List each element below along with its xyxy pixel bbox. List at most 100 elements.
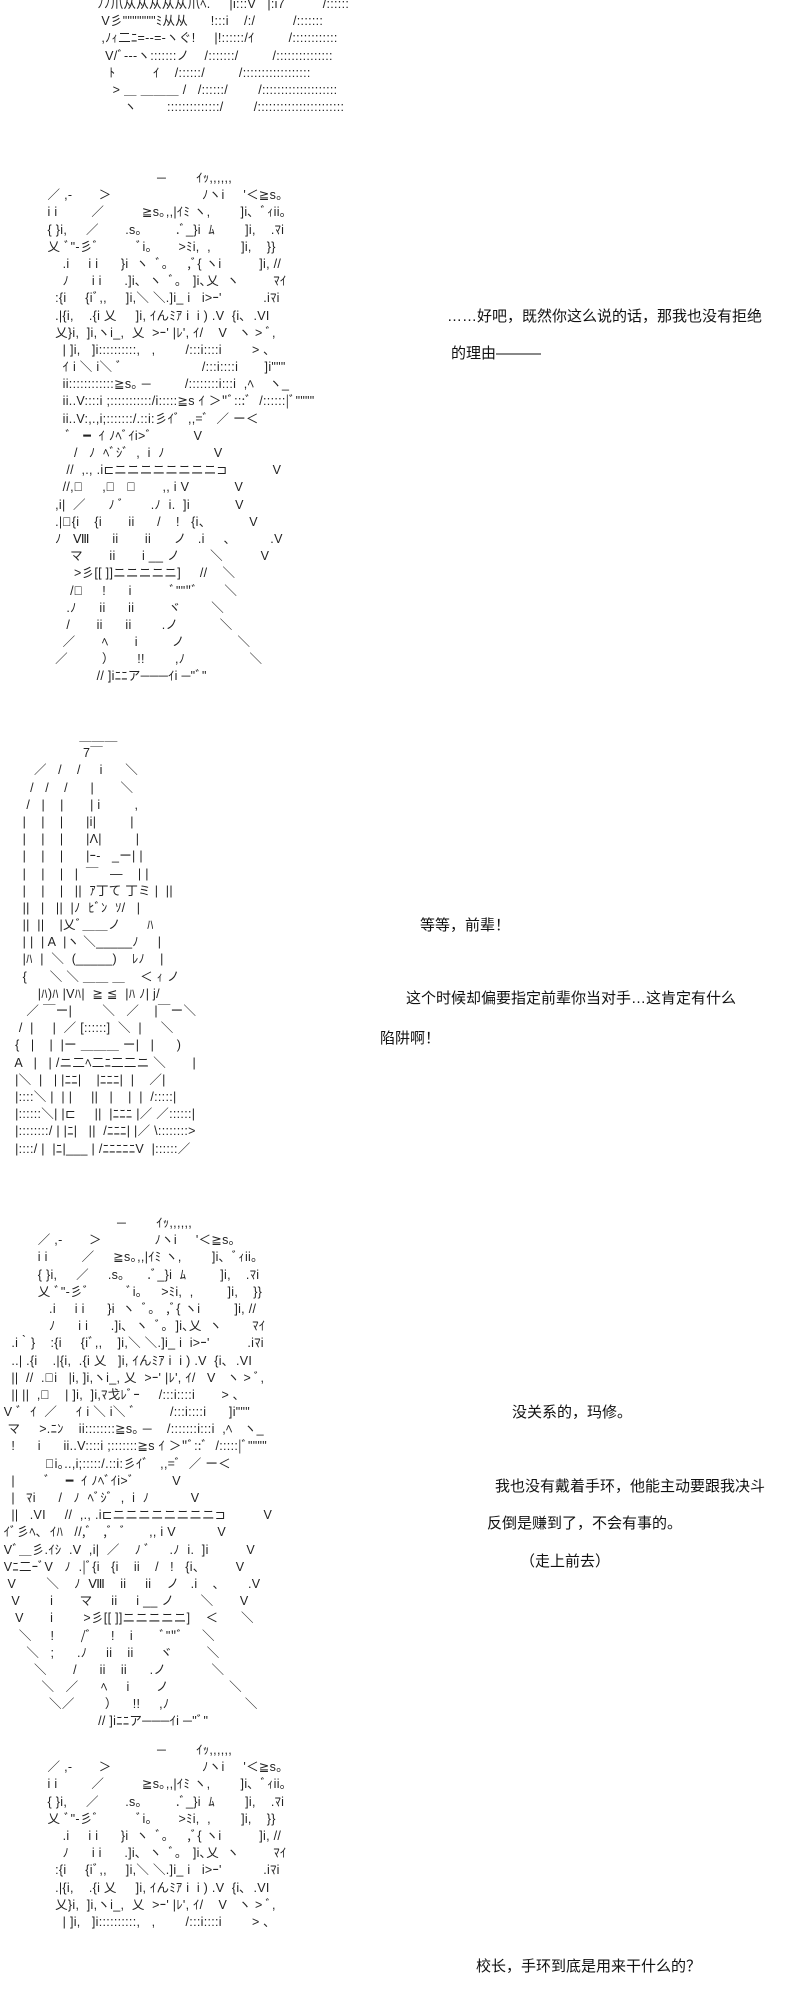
ascii-art-line: V ＼ ﾉ Ⅷ ii ii ノ .i 、 .V: [0, 1576, 261, 1591]
ascii-art-line: ＼ ; .ﾉ ii ii ヾ ＼: [0, 1645, 220, 1660]
ascii-art-line: ii..V::::i ;:::::::::::/i:::::≧s ｲ ＞"ﾞ::…: [40, 394, 315, 409]
ascii-art-line: i i ／ ≧s｡,,|ｲﾐ ヽ, ]i､ ﾞｨii｡: [40, 1777, 287, 1792]
ascii-art-line: |::::::::/ | |ﾆ| || /ﾆﾆﾆ| |／ \::::::::>: [0, 1124, 196, 1139]
ascii-art-character-1: ─ ｲｯ,,,,,, ／ ,‐ ＞ ﾉヽi '＜≧s｡ i i ／ ≧s｡,,|…: [40, 170, 315, 686]
ascii-art-line: /ﾞ ! i ﾞ"""ﾞ ＼: [40, 583, 238, 598]
ascii-art-line: > ＿ ＿＿＿ / /::::::/ /::::::::::::::::::::: [90, 82, 338, 97]
ascii-art-line: |ﾊ | ＼ (_____) ﾚﾉ |: [0, 952, 164, 967]
ascii-art-line: { }i, ／ .s｡ .ﾞ_}i ﾑ ]i, .ﾏi: [40, 1794, 285, 1809]
ascii-art-line: { }i, ／ .s｡ .ﾞ_}i ﾑ ]i, .ﾏi: [40, 222, 285, 237]
ascii-art-line: | | | |Λ| |: [0, 832, 140, 847]
ascii-art-line: / | | | i ,: [0, 797, 139, 812]
ascii-art-line: ／ / / i ＼: [0, 763, 139, 778]
ascii-art-line: { ＼ ＼ ＿＿ ＿ ＜ ｨ ノ: [0, 969, 180, 984]
ascii-art-line: ヽ ::::::::::::::/ /:::::::::::::::::::::…: [90, 100, 345, 115]
ascii-art-line: .i i i }i ヽ ﾞ｡ ,ﾞ{ ヽi ]i, //: [0, 1301, 257, 1316]
ascii-art-line: ＼ ! /ﾞ ! i ﾞ""ﾞ ＼: [0, 1628, 215, 1643]
ascii-art-line: ﾞ ━ ｲ ﾉﾍﾞｲi>ﾞ V: [40, 428, 203, 443]
ascii-art-line: ＿＿＿: [0, 729, 118, 743]
ascii-art-line: | ]i, ]i::::::::::, , /:::i::::i > ､: [40, 1914, 270, 1929]
ascii-art-line: ／ ,‐ ＞ ﾉヽi '＜≧s｡: [0, 1233, 236, 1248]
ascii-art-line: ﾉ i i .]i､ ヽ ﾞ｡ ]i､乂 ヽ ﾏｲ: [0, 1319, 266, 1334]
ascii-art-line: / ﾉ ﾍﾞｼﾞ , i ﾉ V: [40, 446, 223, 460]
ascii-art-character-3: ─ ｲｯ,,,,,, ／ ,‐ ＞ ﾉヽi '＜≧s｡ i i ／ ≧s｡,,|…: [0, 1215, 272, 1731]
ascii-art-line: V/ﾞ‐‐‐ヽ:::::::ノ /:::::::/ /:::::::::::::…: [90, 48, 333, 63]
ascii-art-line: ／ ￣ー| ＼ ／ |￣ー＼: [0, 1004, 197, 1018]
ascii-art-line: .|{i, .{i 乂 ]i, ｲんﾐｱ i i ) .V {i､ .VI: [40, 1880, 270, 1895]
ascii-art-line: 7￣: [0, 746, 104, 761]
ascii-art-line: >彡[[ ]]ニニニニニ] // ＼: [40, 566, 236, 581]
ascii-art-line: ｲ i ＼ i＼ ﾞ /:::i::::i ]i""": [40, 360, 286, 375]
ascii-art-line: ｲﾞ彡ﾍ､ ｲﾊ //,ﾞ ,ﾞ ﾞ ,, i V V: [0, 1525, 227, 1540]
ascii-art-line: .i i i }i ヽ ﾞ｡ ,ﾞ{ ヽi ]i, //: [40, 256, 282, 271]
dialogue-line: ……好吧，既然你这么说的话，那我也没有拒绝: [447, 308, 763, 325]
dialogue-line: 等等，前辈！: [420, 917, 511, 934]
ascii-art-line: // ]iﾆﾆア───ｲi ─"ﾞ": [0, 1714, 209, 1729]
ascii-art-line: ,i| ／ ﾉ ﾞ .ﾉ i. ]i V: [40, 497, 244, 512]
ascii-art-line: ﾉﾉ爪从从从从从爪ﾍ. |i:::V |:i7 /::::::ﾞ: [90, 0, 356, 11]
ascii-art-line: | ﾏi / ﾉ ﾍﾞｼﾞ , i ﾉ V: [0, 1491, 200, 1505]
ascii-art-line: { }i, ／ .s｡ .ﾞ_}i ﾑ ]i, .ﾏi: [0, 1267, 260, 1282]
ascii-art-line: / | | ／ [::::::] ＼ | ＼: [0, 1021, 174, 1036]
ascii-art-line: .|ﾞ{i {i ii / ! {i、 V: [40, 514, 258, 529]
ascii-art-line: 乂 ﾞ"-彡ﾞ ﾞi｡ >ﾐi, , ]i, }}: [40, 239, 276, 254]
ascii-art-line: マ >.ﾆﾝ ii::::::::≧s｡ ─ /:::::::i:::i ,ﾍ …: [0, 1422, 264, 1437]
ascii-art-character-2: ＿＿＿ 7￣ ／ / / i ＼ / / / | ＼ / | | | i , |…: [0, 728, 196, 1158]
dialogue-line: 这个时候却偏要指定前辈你当对手…这肯定有什么: [406, 990, 737, 1007]
ascii-art-line: ─ ｲｯ,,,,,,: [0, 1216, 193, 1230]
dialogue-line: 没关系的，玛修。: [512, 1404, 633, 1421]
ascii-art-line: || // .ﾞi |i, ]i,ヽi_, 乂 >ｰ' |ﾚ', ｲ/ V ヽ …: [0, 1370, 265, 1385]
ascii-art-line: | ﾞ ━ ｲ ﾉﾍﾞｲi>ﾞ V: [0, 1473, 181, 1488]
ascii-art-line: |ﾊ)ﾊ |Vﾊ| ≧ ≦ |ﾊ ﾉ| j/: [0, 986, 160, 1001]
ascii-art-line: / ii ii .ノ ＼: [40, 617, 233, 632]
ascii-art-line: マ ii i __ ノ ＼ V: [40, 549, 270, 564]
ascii-art-line: | | | | ￣ ― | |: [0, 866, 149, 881]
ascii-art-line: V ﾞ ｲ ／ ｲ i ＼ i＼ ﾞ /:::i::::i ]i""": [0, 1405, 250, 1420]
dialogue-line: 校长，手环到底是用来干什么的？: [476, 1958, 702, 1975]
ascii-art-line: .|{i, .{i 乂 ]i, ｲんﾐｱ i i ) .V {i､ .VI: [40, 308, 270, 323]
ascii-art-line: .i｀} :{i {iﾞ,, ]i,＼ ＼.]i_ i i>ｰ' .iﾏi: [0, 1336, 264, 1351]
ascii-art-line: ／ ﾍ i ノ ＼: [40, 635, 251, 650]
ascii-art-line: |＼ | | |ﾆﾆ| |ﾆﾆﾆ| | ／|: [0, 1072, 166, 1087]
ascii-art-line: ﾞi｡..,i;:::::/.::i:彡ｲﾞ ,,=ﾞ ／ ー＜: [0, 1456, 231, 1471]
ascii-art-line: // ,., .i⊏ニニニニニニニニ⊐ V: [40, 463, 282, 478]
ascii-art-line: V彡"""""""ﾐ从从 !:::i /:/ /:::::::: [90, 14, 324, 29]
ascii-art-line: ,ﾉｨ二ﾆ=-‐=-ヽぐ! |!::::::/ｲ /::::::::::::: [90, 31, 338, 46]
ascii-art-line: |::::::＼| |⊏ || |ﾆﾆﾆ |／ ／::::::|: [0, 1107, 196, 1122]
ascii-art-line: ─ ｲｯ,,,,,,: [40, 171, 233, 185]
ascii-art-line: | | | A |ヽ ＼_____ﾉ |: [0, 935, 162, 950]
ascii-art-line: .i i i }i ヽ ﾞ｡ ,ﾞ{ ヽi ]i, //: [40, 1828, 282, 1843]
ascii-art-line: Vﾆ二ｰﾞV ﾉ .|ﾞ{i {i ii / ! {i、 V: [0, 1559, 245, 1574]
ascii-art-line: { | | |ー ＿＿＿ ー| | ): [0, 1038, 182, 1053]
ascii-art-line: .ﾉ ii ii ヾ ＼: [40, 600, 225, 615]
ascii-art-line: i i ／ ≧s｡,,|ｲﾐ ヽ, ]i､ ﾞｨii｡: [40, 205, 287, 220]
ascii-art-line: :{i {iﾞ,, ]i,＼ ＼.]i_ i i>ｰ' .iﾏi: [40, 1863, 280, 1878]
dialogue-line: 我也没有戴着手环，他能主动要跟我决斗: [495, 1478, 766, 1495]
ascii-art-character-4: ─ ｲｯ,,,,,, ／ ,‐ ＞ ﾉヽi '＜≧s｡ i i ／ ≧s｡,,|…: [40, 1742, 287, 1931]
ascii-art-line: // ]iﾆﾆア───ｲi ─"ﾞ": [40, 669, 207, 684]
ascii-art-line: i i ／ ≧s｡,,|ｲﾐ ヽ, ]i､ ﾞｨii｡: [0, 1250, 258, 1265]
dialogue-line: 反倒是赚到了，不会有事的。: [487, 1515, 683, 1532]
ascii-art-line: 乂}i, ]i,ヽi_, 乂 >ｰ' |ﾚ', ｲ/ V ヽ > ﾞ,: [40, 325, 276, 340]
ascii-art-line: |::::＼ | | | || | | | /:::::|: [0, 1089, 177, 1104]
dialogue-line: 的理由———: [451, 345, 542, 362]
ascii-art-line: / / / | ＼: [0, 780, 134, 795]
ascii-art-line: 乂}i, ]i,ヽi_, 乂 >ｰ' |ﾚ', ｲ/ V ヽ > ﾞ,: [40, 1897, 276, 1912]
ascii-art-line: | | | || ｱ丁て 丁ミ | ||: [0, 883, 173, 898]
ascii-art-line: |::::/ | |ﾆ|___ | /ﾆﾆﾆﾆﾆV |::::::／: [0, 1141, 191, 1156]
dialogue-line: （走上前去）: [520, 1553, 611, 1570]
ascii-art-line: ─ ｲｯ,,,,,,: [40, 1743, 233, 1757]
ascii-art-line: || || |乂ﾞ＿＿ノ ﾊ: [0, 918, 154, 933]
ascii-art-line: ＼ / ii ii .ノ ＼: [0, 1662, 225, 1677]
ascii-art-line: 乂 ﾞ"-彡ﾞ ﾞi｡ >ﾐi, , ]i, }}: [0, 1284, 263, 1299]
ascii-art-line: || || ,ﾞ | ]i, ]i,ﾏ戈ﾚﾞｰ /:::i::::i > ､: [0, 1387, 240, 1402]
ascii-art-line: | | | |i| |: [0, 814, 134, 829]
ascii-art-line: ＼ ／ ﾍ i ノ ＼: [0, 1680, 242, 1695]
dialogue-line: 陷阱啊！: [380, 1030, 441, 1047]
ascii-art-line: ／ ,‐ ＞ ﾉヽi '＜≧s｡: [40, 188, 283, 203]
ascii-art-line: V i マ ii i __ ノ ＼ V: [0, 1594, 249, 1609]
ascii-art-line: ＼／ ） !! ,ﾉ ＼: [0, 1697, 258, 1712]
ascii-art-line: || | || |ﾉ ﾋﾞﾝ ｿ/ |: [0, 900, 141, 915]
ascii-art-line: ..| .{i .|{i, .{i 乂 ]i, ｲんﾐｱ i i ) .V {i…: [0, 1353, 253, 1368]
ascii-art-line: Vﾞ＿彡.ｲｼ .V ,i| ／ ﾉ ﾞ .ﾉ i. ]i V: [0, 1542, 256, 1557]
